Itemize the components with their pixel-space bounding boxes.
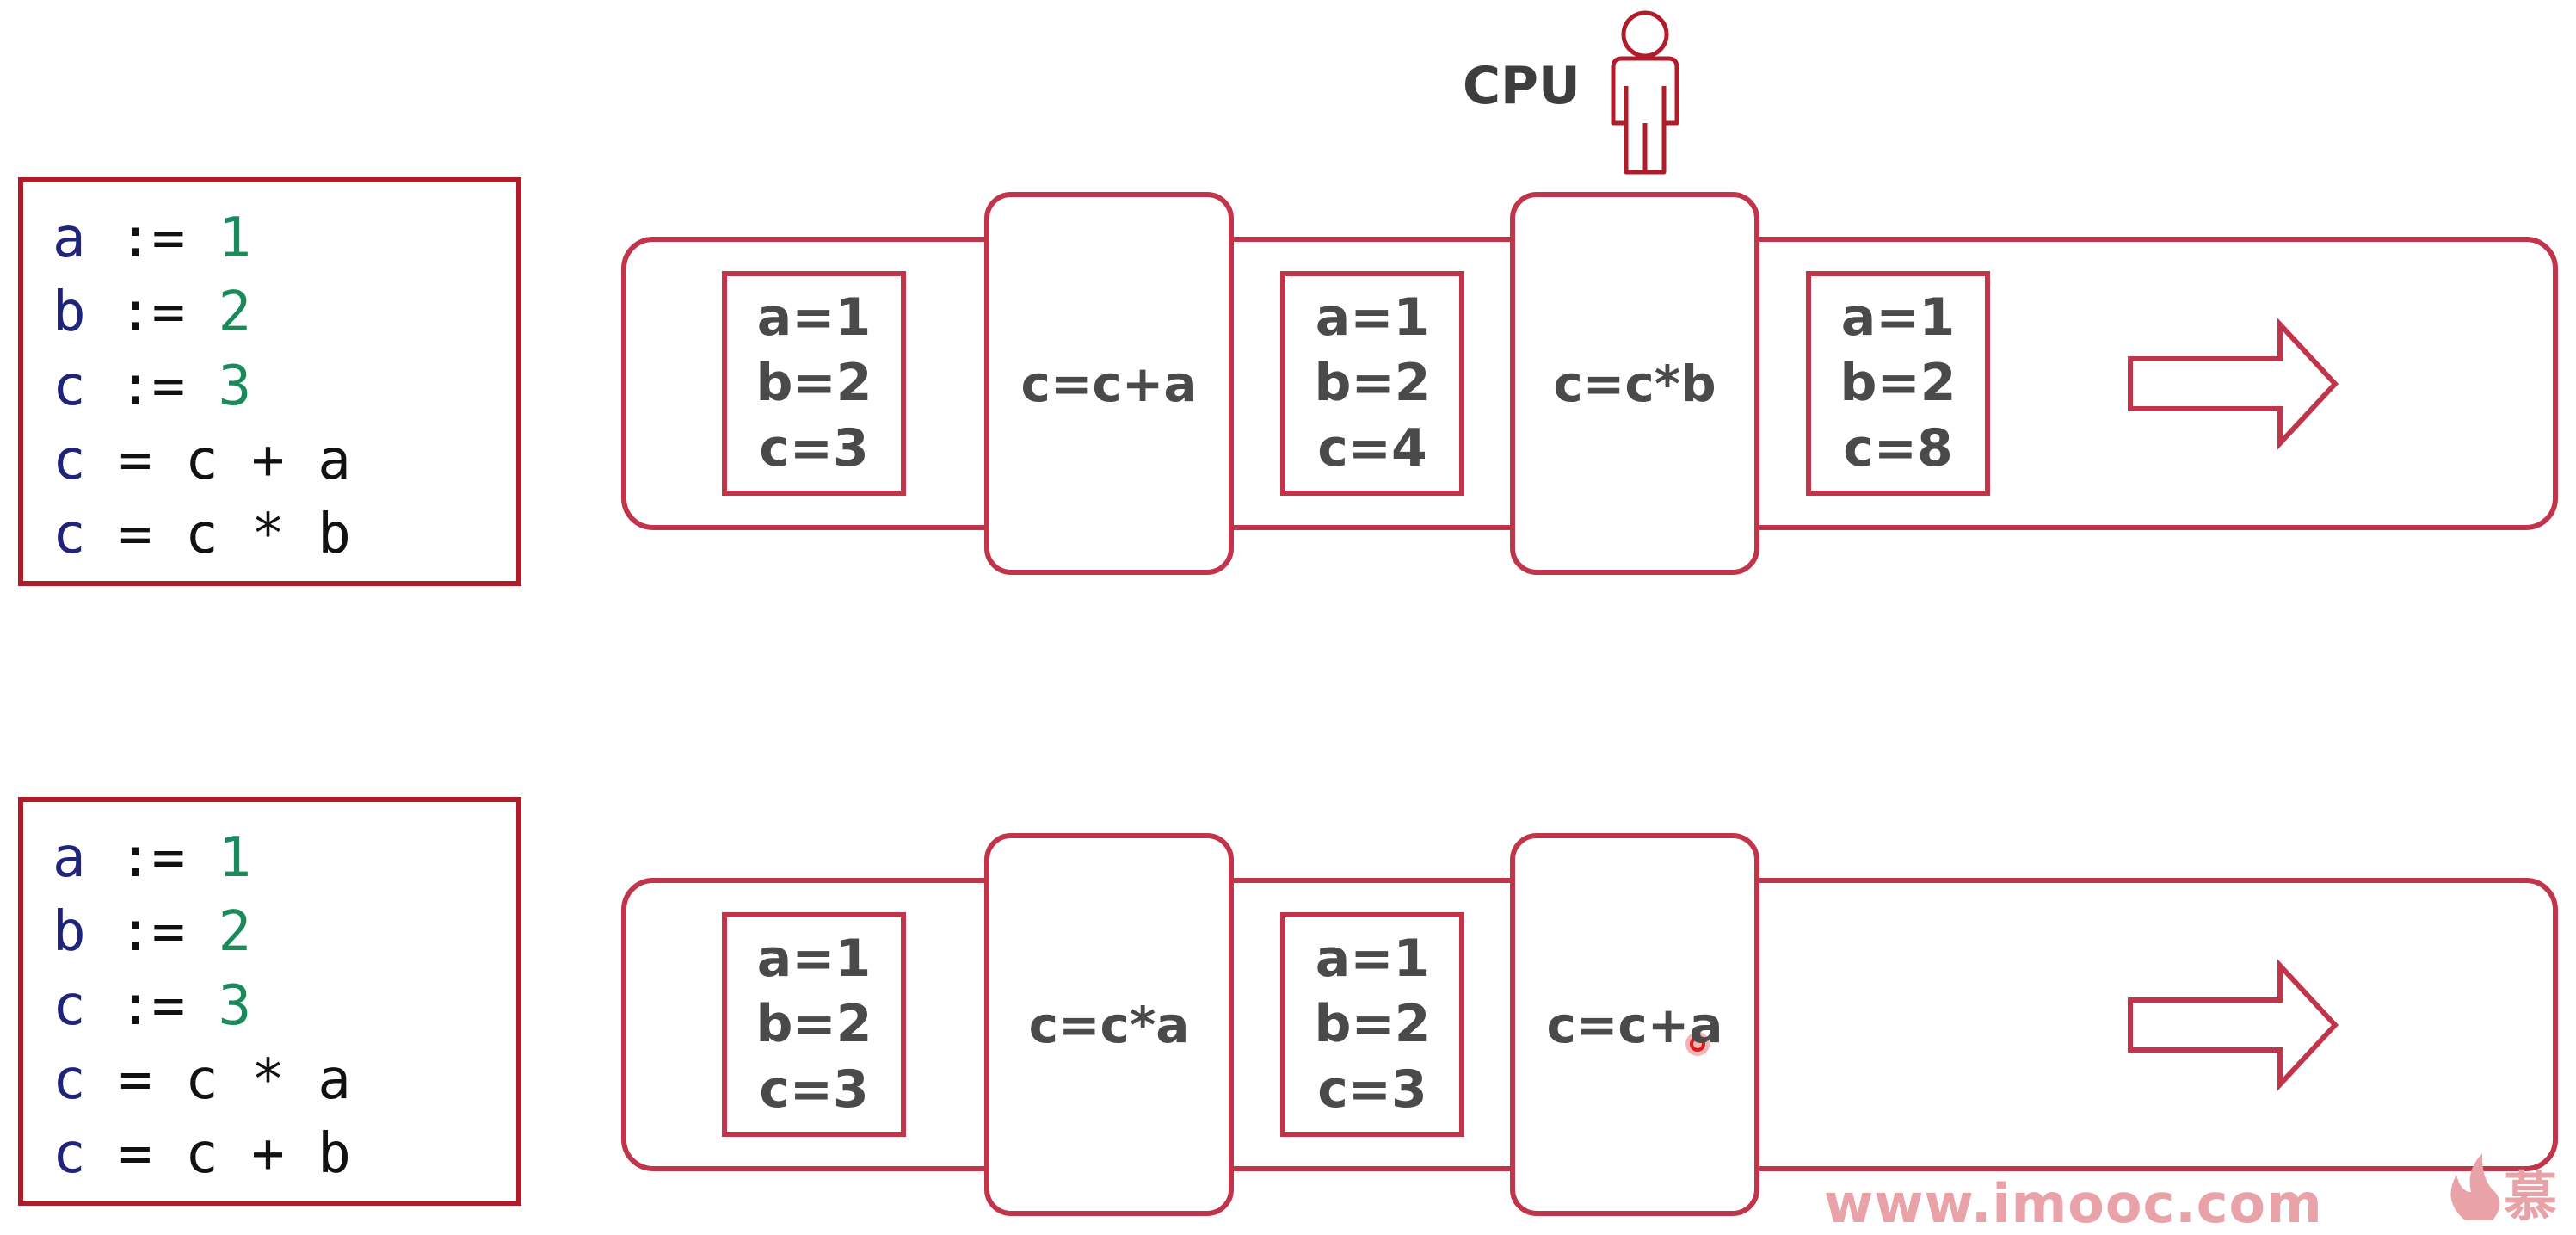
- state-box-top-3: [1806, 271, 1990, 496]
- watermark-text: www.imooc.com: [1824, 1172, 2323, 1235]
- state-line: a=1: [756, 929, 872, 989]
- state-box-bottom-2: [1280, 912, 1464, 1137]
- state-line: b=2: [755, 353, 872, 413]
- code-line: c := 3: [52, 974, 252, 1038]
- state-line: c=4: [1317, 418, 1427, 479]
- state-line: b=2: [1314, 994, 1431, 1054]
- watermark-logo-icon: [2450, 1153, 2500, 1220]
- op-block-bottom-2: [1510, 833, 1759, 1216]
- code-line: b := 2: [52, 900, 252, 964]
- op-label-bottom-2: c=c+a: [1546, 996, 1723, 1054]
- code-line: c = c * b: [52, 503, 351, 566]
- state-box-top-2: [1280, 271, 1464, 496]
- cpu-person-icon: [1611, 10, 1679, 175]
- op-block-bottom-1: [984, 833, 1234, 1216]
- op-label-top-2: c=c*b: [1553, 355, 1716, 413]
- state-line: a=1: [756, 287, 872, 348]
- state-box-top-1: [722, 271, 906, 496]
- state-line: a=1: [1840, 287, 1956, 348]
- arrow-right-icon: [2128, 959, 2339, 1091]
- state-box-bottom-1: [722, 912, 906, 1137]
- state-values-top-2: a=1 b=2 c=4: [1283, 285, 1462, 481]
- op-block-top-2: [1510, 192, 1759, 575]
- state-line: b=2: [1840, 353, 1957, 413]
- arrow-right-icon: [2128, 318, 2339, 450]
- state-values-bottom-2: a=1 b=2 c=3: [1283, 926, 1462, 1122]
- code-panel-bottom: a := 1 b := 2 c := 3 c = c * a c = c + b: [18, 797, 521, 1206]
- state-line: b=2: [1314, 353, 1431, 413]
- code-line: c = c + b: [52, 1122, 351, 1186]
- state-line: a=1: [1315, 929, 1430, 989]
- state-line: c=8: [1843, 418, 1953, 479]
- op-label-bottom-1: c=c*a: [1028, 996, 1190, 1054]
- state-line: b=2: [755, 994, 872, 1054]
- code-line: a := 1: [52, 826, 252, 890]
- cursor-ring-icon: [1690, 1036, 1705, 1052]
- code-line: c = c + a: [52, 429, 351, 492]
- state-line: c=3: [759, 1059, 869, 1120]
- cursor-dot-icon: [1685, 1032, 1710, 1056]
- code-line: a := 1: [52, 207, 252, 270]
- code-panel-top: a := 1 b := 2 c := 3 c = c + a c = c * b: [18, 177, 521, 586]
- op-label-top-1: c=c+a: [1020, 355, 1198, 413]
- op-block-top-1: [984, 192, 1234, 575]
- state-values-top-1: a=1 b=2 c=3: [724, 285, 903, 481]
- code-line: c = c * a: [52, 1048, 351, 1112]
- code-line: c := 3: [52, 355, 252, 418]
- code-line: b := 2: [52, 281, 252, 344]
- watermark-cn-text: 慕: [2504, 1165, 2558, 1228]
- cpu-label: CPU: [1463, 56, 1581, 116]
- state-line: c=3: [1317, 1059, 1427, 1120]
- state-values-bottom-1: a=1 b=2 c=3: [724, 926, 903, 1122]
- state-line: a=1: [1315, 287, 1430, 348]
- state-line: c=3: [759, 418, 869, 479]
- state-values-top-3: a=1 b=2 c=8: [1809, 285, 1987, 481]
